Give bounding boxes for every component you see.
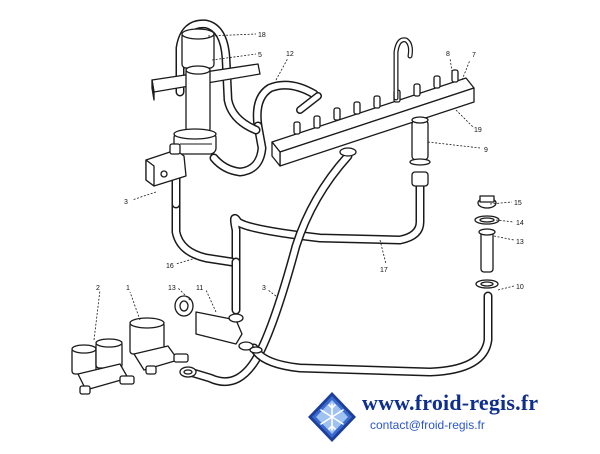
branding-block: www.froid-regis.fr contact@froid-regis.f… bbox=[302, 388, 598, 446]
callout-3: 3 bbox=[262, 285, 266, 292]
callout-14: 13 bbox=[516, 239, 524, 246]
clip-and-tube-9 bbox=[409, 116, 431, 187]
hose-clip-3 bbox=[339, 147, 357, 157]
tee-fitting-11 bbox=[174, 295, 263, 354]
website-text[interactable]: www.froid-regis.fr bbox=[362, 390, 539, 415]
callout-numbers: 18 5 12 8 7 19 9 15 14 13 10 17 3 16 3 1… bbox=[96, 32, 524, 292]
callout-9: 9 bbox=[484, 147, 488, 154]
callout-6a: 18 bbox=[258, 32, 266, 39]
callout-13: 12 bbox=[286, 51, 294, 58]
fitting-stack bbox=[474, 195, 500, 289]
small-clip-lower bbox=[179, 366, 197, 378]
callout-leaders bbox=[93, 33, 515, 341]
callout-1: 1 bbox=[126, 285, 130, 292]
solenoid-valve-1 bbox=[129, 317, 189, 375]
callout-11: 11 bbox=[196, 285, 203, 292]
callout-17: 16 bbox=[166, 263, 174, 270]
callout-5: 5 bbox=[258, 52, 262, 59]
callout-16: 15 bbox=[514, 200, 522, 207]
snowflake-logo-icon bbox=[308, 392, 356, 442]
distributor-bar bbox=[271, 37, 475, 167]
valve-block-4 bbox=[145, 143, 187, 187]
callout-4: 3 bbox=[124, 199, 128, 206]
solenoid-valve-2 bbox=[71, 338, 135, 395]
callout-12: 13 bbox=[168, 285, 176, 292]
callout-7: 7 bbox=[472, 52, 476, 59]
callout-8: 8 bbox=[446, 51, 450, 58]
callout-15: 14 bbox=[516, 220, 524, 227]
contact-email[interactable]: contact@froid-regis.fr bbox=[370, 418, 485, 432]
callout-10: 10 bbox=[516, 284, 524, 291]
callout-19: 17 bbox=[380, 267, 388, 274]
callout-2: 2 bbox=[96, 285, 100, 292]
pump-assembly bbox=[173, 28, 217, 155]
callout-18: 19 bbox=[474, 127, 482, 134]
